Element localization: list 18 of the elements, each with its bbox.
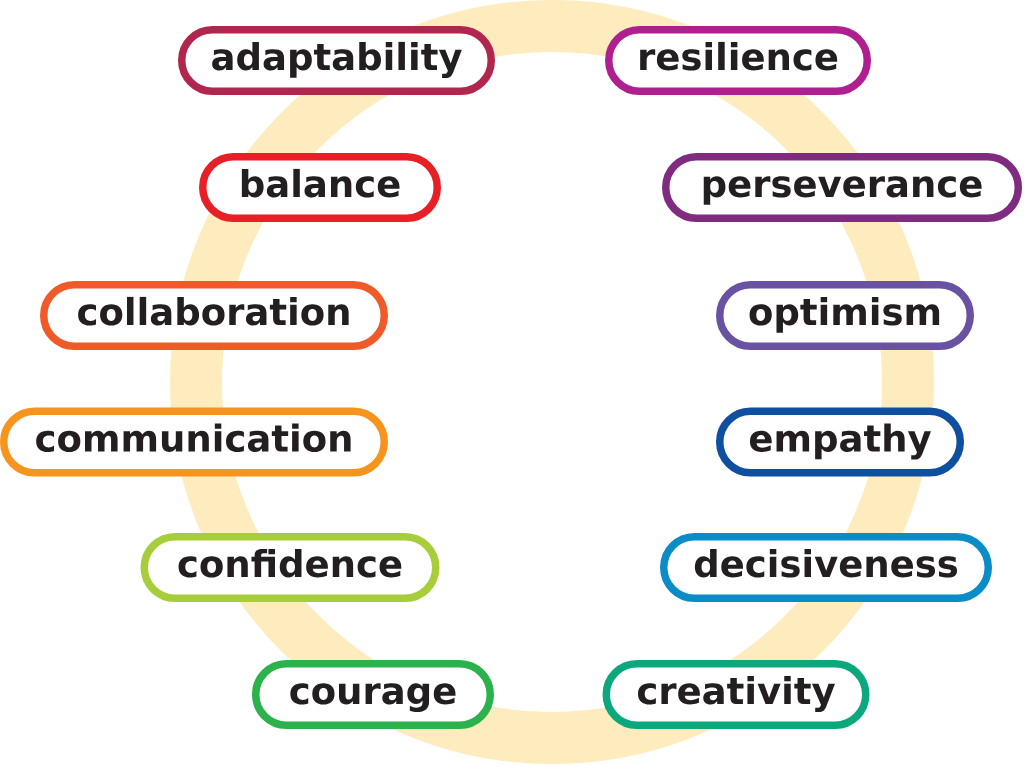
pill-box: collaboration bbox=[40, 281, 388, 350]
pill-box: creativity bbox=[602, 660, 870, 729]
pill-box: empathy bbox=[716, 407, 964, 477]
pill-box: balance bbox=[199, 153, 441, 222]
node-label: optimism bbox=[749, 296, 940, 333]
pill-box: courage bbox=[252, 660, 494, 729]
pill-box: decisiveness bbox=[660, 533, 992, 602]
node-label: courage bbox=[290, 683, 456, 712]
node-label: creativity bbox=[637, 675, 835, 712]
pill-box: optimism bbox=[716, 281, 974, 350]
pill-box: communication bbox=[0, 407, 388, 477]
pill-box: confidence bbox=[140, 533, 440, 602]
node-label: perseverance bbox=[703, 176, 982, 205]
node-label: decisiveness bbox=[694, 548, 958, 578]
pill-box: adaptability bbox=[178, 26, 495, 95]
pill-box: perseverance bbox=[662, 153, 1022, 222]
node-label: empathy bbox=[749, 423, 931, 460]
pill-box: resilience bbox=[605, 26, 871, 95]
